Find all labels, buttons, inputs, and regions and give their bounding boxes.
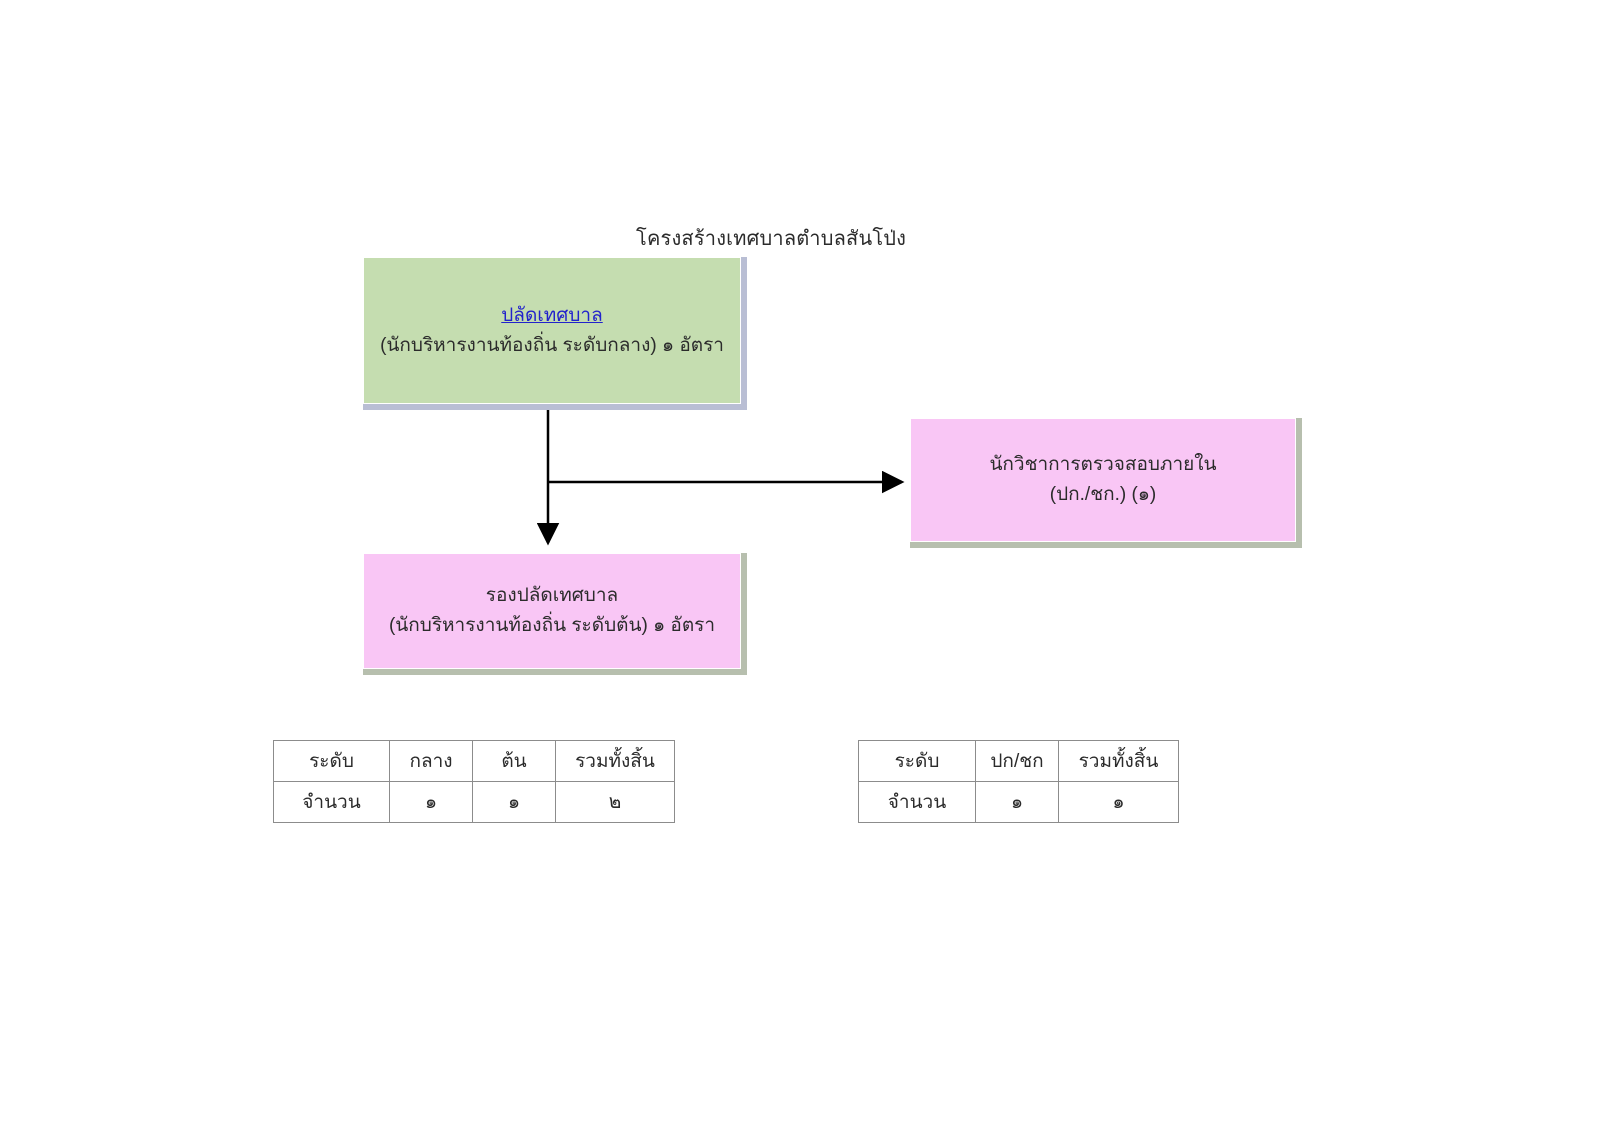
legend-right-header-1: ปก/ชก	[975, 740, 1059, 782]
node-municipal-clerk[interactable]: ปลัดเทศบาล (นักบริหารงานท้องถิ่น ระดับกล…	[363, 257, 747, 410]
legend-left-cell-2: ๑	[472, 781, 556, 823]
table-row: ระดับ ปก/ชก รวมทั้งสิ้น	[858, 740, 1179, 782]
legend-right-header-0: ระดับ	[858, 740, 976, 782]
node-municipal-clerk-title-link[interactable]: ปลัดเทศบาล	[501, 304, 603, 326]
legend-left-cell-0: จำนวน	[273, 781, 390, 823]
legend-left-cell-1: ๑	[389, 781, 473, 823]
node-municipal-clerk-subtitle: (นักบริหารงานท้องถิ่น ระดับกลาง) ๑ อัตรา	[380, 334, 724, 356]
node-deputy-municipal-clerk-title: รองปลัดเทศบาล	[485, 585, 619, 606]
node-deputy-municipal-clerk-subtitle: (นักบริหารงานท้องถิ่น ระดับต้น) ๑ อัตรา	[388, 615, 716, 636]
node-internal-audit-officer-subtitle: (ปก./ชก.) (๑)	[1049, 484, 1157, 505]
legend-right-cell-2: ๑	[1058, 781, 1179, 823]
node-internal-audit-officer-title: นักวิชาการตรวจสอบภายใน	[989, 454, 1217, 475]
table-row: จำนวน ๑ ๑	[858, 781, 1179, 823]
legend-left-cell-3: ๒	[555, 781, 675, 823]
legend-left-header-1: กลาง	[389, 740, 473, 782]
node-internal-audit-officer[interactable]: นักวิชาการตรวจสอบภายใน (ปก./ชก.) (๑)	[910, 418, 1302, 548]
table-row: จำนวน ๑ ๑ ๒	[273, 781, 675, 823]
legend-right-cell-1: ๑	[975, 781, 1059, 823]
legend-left-header-0: ระดับ	[273, 740, 390, 782]
legend-left-header-3: รวมทั้งสิ้น	[555, 740, 675, 782]
legend-left-header-2: ต้น	[472, 740, 556, 782]
table-row: ระดับ กลาง ต้น รวมทั้งสิ้น	[273, 740, 675, 782]
legend-table-management-levels: ระดับ กลาง ต้น รวมทั้งสิ้น จำนวน ๑ ๑ ๒	[273, 740, 675, 823]
legend-table-audit-levels: ระดับ ปก/ชก รวมทั้งสิ้น จำนวน ๑ ๑	[858, 740, 1179, 823]
legend-right-header-2: รวมทั้งสิ้น	[1058, 740, 1179, 782]
page-title: โครงสร้างเทศบาลตำบลสันโป่ง	[636, 228, 907, 250]
node-deputy-municipal-clerk[interactable]: รองปลัดเทศบาล (นักบริหารงานท้องถิ่น ระดั…	[363, 553, 747, 675]
legend-right-cell-0: จำนวน	[858, 781, 976, 823]
